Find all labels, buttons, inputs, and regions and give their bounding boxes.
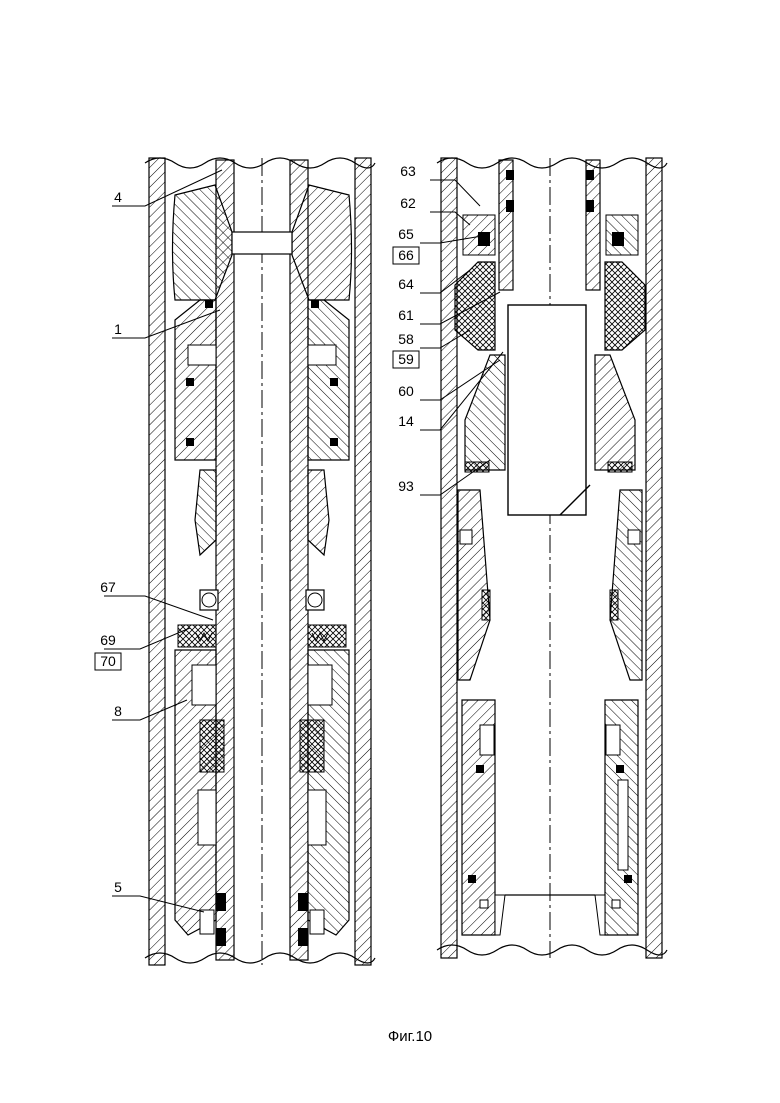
label-text-61: 61: [398, 307, 414, 323]
left-neck: [232, 232, 292, 254]
label-8: 8: [114, 703, 122, 719]
label-text-64: 64: [398, 276, 414, 292]
right-casing-wall-right: [646, 158, 662, 958]
label-text-67: 67: [100, 579, 116, 595]
label-text-65: 65: [398, 226, 414, 242]
label-5: 5: [114, 879, 122, 895]
left-casing-wall-right: [355, 158, 371, 965]
label-69: 69: [100, 632, 116, 648]
right-break-top: [437, 158, 667, 168]
label-text-93: 93: [398, 478, 414, 494]
label-67: 67: [100, 579, 116, 595]
label-text-14: 14: [398, 413, 414, 429]
label-text-70: 70: [100, 653, 116, 669]
left-break-bottom: [145, 953, 375, 963]
label-93: 93: [398, 478, 414, 494]
label-text-63: 63: [400, 163, 416, 179]
label-text-5: 5: [114, 879, 122, 895]
label-text-4: 4: [114, 189, 122, 205]
label-66: 66: [393, 247, 419, 264]
left-body-r: [308, 300, 349, 460]
label-61: 61: [398, 307, 414, 323]
label-text-58: 58: [398, 331, 414, 347]
left-break-top: [145, 158, 375, 168]
label-62: 62: [400, 195, 416, 211]
figure-caption: Фиг.10: [388, 1028, 432, 1045]
right-assembly: [437, 158, 667, 958]
label-1: 1: [114, 321, 122, 337]
label-59: 59: [393, 351, 419, 368]
label-63: 63: [400, 163, 416, 179]
label-70: 70: [95, 653, 121, 670]
label-64: 64: [398, 276, 414, 292]
label-text-1: 1: [114, 321, 122, 337]
right-break-bottom: [437, 945, 667, 955]
label-58: 58: [398, 331, 414, 347]
label-14: 14: [398, 413, 414, 429]
left-assembly: [145, 158, 375, 965]
left-casing-wall-left: [149, 158, 165, 965]
label-text-8: 8: [114, 703, 122, 719]
right-casing-wall-left: [441, 158, 457, 958]
label-text-66: 66: [398, 247, 414, 263]
label-text-62: 62: [400, 195, 416, 211]
label-text-59: 59: [398, 351, 414, 367]
label-4: 4: [114, 189, 122, 205]
label-60: 60: [398, 383, 414, 399]
label-text-69: 69: [100, 632, 116, 648]
label-text-60: 60: [398, 383, 414, 399]
label-65: 65: [398, 226, 414, 242]
